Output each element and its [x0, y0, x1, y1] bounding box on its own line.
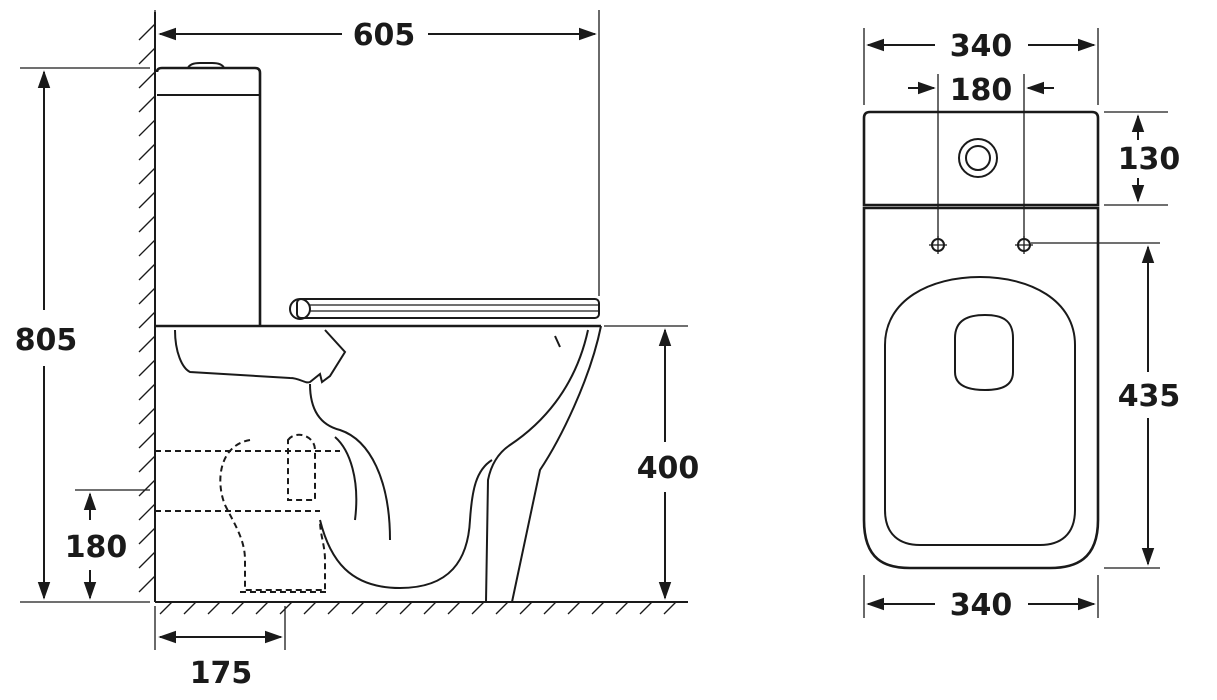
dim-outlet-offset: 175	[190, 656, 253, 691]
bowl-opening-top	[954, 313, 1014, 392]
cistern-side	[155, 62, 262, 326]
dim-bolt-spacing: 180	[950, 73, 1013, 108]
bowl-top	[862, 206, 1100, 570]
outlet-hidden	[155, 433, 340, 593]
flush-button-icon	[958, 138, 998, 178]
hinge-icon	[289, 298, 311, 320]
dim-side-width: 605	[353, 18, 416, 53]
seat-top	[884, 275, 1076, 546]
wall-hatching	[138, 12, 156, 602]
fixing-bolt-right	[1015, 236, 1033, 254]
extension-lines	[20, 10, 688, 650]
top-dimension-lines	[866, 38, 1155, 611]
floor-hatching	[155, 601, 688, 615]
seat-lid-side	[289, 298, 600, 320]
dim-side-height: 805	[15, 323, 78, 358]
fixing-bolt-left	[929, 236, 947, 254]
dim-top-width-base: 340	[950, 588, 1013, 623]
dim-seat-height: 400	[637, 451, 700, 486]
bowl-side	[174, 325, 602, 603]
dimension-lines	[37, 27, 672, 644]
cistern-top	[862, 110, 1100, 207]
dim-tank-depth: 130	[1118, 142, 1181, 177]
dim-top-width-tank: 340	[950, 29, 1013, 64]
dim-bowl-depth: 435	[1118, 379, 1181, 414]
top-extension-lines	[863, 28, 1168, 618]
flush-button-side	[187, 62, 225, 69]
side-view: 605 805 400 180 175	[15, 10, 700, 691]
top-view: 340 180 130 435 340	[862, 28, 1181, 623]
dim-outlet-height: 180	[65, 530, 128, 565]
